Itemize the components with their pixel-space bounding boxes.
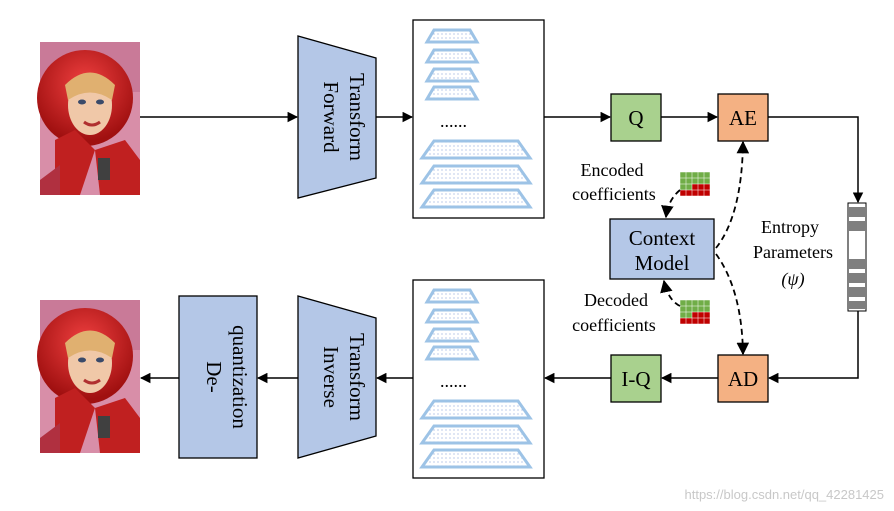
context-model-label-2: Model bbox=[635, 251, 690, 275]
entropy-label-1: Entropy bbox=[761, 217, 819, 237]
watermark: https://blog.csdn.net/qq_42281425 bbox=[685, 487, 885, 502]
entropy-label-2: Parameters bbox=[753, 242, 833, 262]
inverse-transform-block: Inverse Transform bbox=[297, 295, 377, 459]
context-dashed-arrows bbox=[660, 140, 750, 356]
arithmetic-encoder-label: AE bbox=[729, 106, 757, 130]
flow-arrows bbox=[139, 111, 864, 384]
large-planes-top bbox=[419, 139, 533, 209]
arithmetic-decoder-block: AD bbox=[717, 354, 769, 403]
decoded-context-grid-icon bbox=[679, 299, 711, 325]
inverse-transform-label-2: Transform bbox=[345, 333, 369, 421]
input-image bbox=[37, 42, 140, 195]
small-planes-bottom bbox=[424, 288, 480, 361]
bitstream-column bbox=[847, 202, 867, 312]
large-planes-bottom bbox=[419, 399, 533, 469]
output-image bbox=[37, 300, 140, 453]
decoded-label-1: Decoded bbox=[584, 290, 648, 310]
small-planes-top bbox=[424, 28, 480, 101]
dots-top: ...... bbox=[440, 111, 467, 131]
context-model-label-1: Context bbox=[629, 226, 696, 250]
dequant-label-2: quantization bbox=[228, 325, 252, 429]
decoded-label-2: coefficients bbox=[572, 315, 656, 335]
inverse-quantizer-label: I-Q bbox=[621, 367, 650, 391]
entropy-label-3: (ψ) bbox=[781, 269, 804, 290]
quantizer-block: Q bbox=[610, 93, 662, 142]
context-model-block: Context Model bbox=[609, 218, 715, 280]
encoded-label-2: coefficients bbox=[572, 184, 656, 204]
arithmetic-decoder-label: AD bbox=[728, 367, 758, 391]
inverse-transform-label-1: Inverse bbox=[319, 346, 343, 408]
inverse-quantizer-block: I-Q bbox=[610, 354, 662, 403]
forward-transform-label-2: Transform bbox=[345, 73, 369, 161]
dequantization-block: De- quantization bbox=[178, 295, 258, 459]
forward-transform-block: Forward Transform bbox=[297, 35, 377, 199]
quantizer-label: Q bbox=[628, 106, 643, 130]
encoded-context-grid-icon bbox=[679, 171, 711, 197]
coefficient-box-top: ...... bbox=[412, 19, 545, 219]
coefficient-box-bottom: ...... bbox=[412, 279, 545, 479]
dots-bottom: ...... bbox=[440, 371, 467, 391]
arithmetic-encoder-block: AE bbox=[717, 93, 769, 142]
forward-transform-label-1: Forward bbox=[319, 81, 343, 153]
dequant-label-1: De- bbox=[202, 361, 226, 392]
encoded-label-1: Encoded bbox=[581, 160, 644, 180]
